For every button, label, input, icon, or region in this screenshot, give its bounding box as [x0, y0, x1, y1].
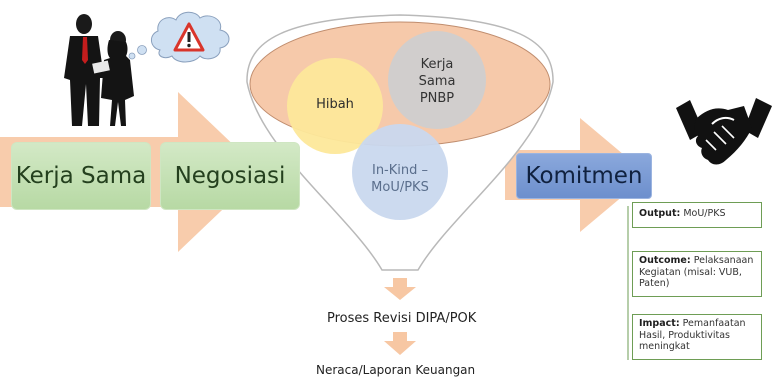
- result-outcome-text: Pelaksanaan Kegiatan (misal: VUB, Paten): [639, 255, 754, 289]
- result-impact-text: Pemanfaatan Hasil, Produktivitas meningk…: [639, 318, 746, 352]
- result-outcome-label: Outcome:: [639, 255, 691, 266]
- circle-pnbp: [388, 31, 486, 129]
- thought-cloud-icon: [128, 11, 230, 63]
- circle-in-kind: [352, 124, 448, 220]
- down-arrow-2: [384, 332, 416, 355]
- stage-kerja-sama-label: Kerja Sama: [15, 163, 147, 189]
- hibah-label: Hibah: [316, 97, 354, 112]
- stage-komitmen-label: Komitmen: [525, 163, 643, 189]
- warning-sign-icon: [173, 22, 205, 52]
- result-card-outcome: Outcome: Pelaksanaan Kegiatan (misal: VU…: [632, 251, 762, 297]
- result-impact-label: Impact:: [639, 318, 680, 329]
- result-output-label: Output:: [639, 208, 681, 219]
- result-card-impact: Impact: Pemanfaatan Hasil, Produktivitas…: [632, 314, 762, 360]
- handshake-icon: [676, 98, 772, 165]
- process-step-neraca: Neraca/Laporan Keuangan: [316, 363, 476, 377]
- circle-hibah: [287, 58, 383, 154]
- result-card-output: Output: MoU/PKS: [632, 202, 762, 228]
- business-people-icon: [64, 14, 134, 126]
- stage-negosiasi-label: Negosiasi: [174, 163, 286, 189]
- stage-komitmen: Komitmen: [516, 153, 652, 199]
- stage-negosiasi: Negosiasi: [160, 142, 300, 210]
- down-arrow-1: [384, 278, 416, 300]
- process-step-revisi: Proses Revisi DIPA/POK: [327, 311, 477, 326]
- result-output-text: MoU/PKS: [683, 208, 726, 219]
- in-kind-label: In-Kind – MoU/PKS: [371, 163, 429, 195]
- stage-kerja-sama: Kerja Sama: [11, 142, 151, 210]
- kerja-sama-pnbp-label: Kerja Sama PNBP: [418, 57, 456, 106]
